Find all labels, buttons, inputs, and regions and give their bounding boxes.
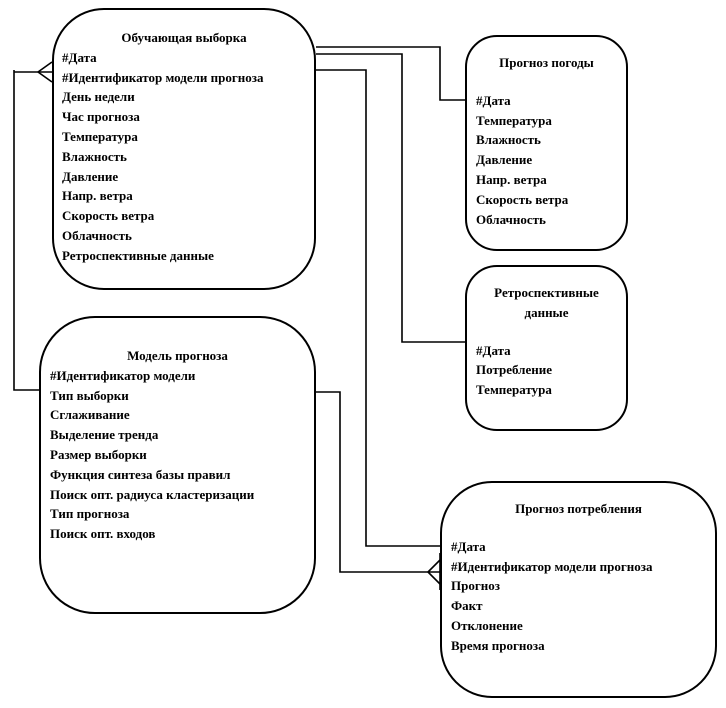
entity-retrospective-data: Ретроспективные данные #Дата Потребление… [465, 265, 628, 431]
field: #Дата [476, 342, 511, 358]
entity-field-list: #Дата Потребление Температура [476, 341, 626, 400]
entity-title: Прогноз потребления [515, 501, 642, 516]
training-weather-link [316, 46, 465, 101]
field: Температура [476, 112, 552, 128]
field: Облачность [62, 227, 132, 243]
field: Давление [62, 168, 119, 184]
field: Температура [62, 128, 138, 144]
entity-title: Ретроспективные данные [494, 285, 599, 320]
training-model-link [13, 70, 39, 391]
field: Давление [476, 152, 533, 168]
field: #Идентификатор модели [50, 367, 196, 383]
field: #Дата [451, 538, 486, 554]
field: Сглаживание [50, 407, 130, 423]
entity-forecast-model: Модель прогноза #Идентификатор модели Ти… [39, 316, 316, 614]
field: Скорость ветра [476, 191, 569, 207]
field: Выделение тренда [50, 427, 159, 443]
field: Температура [476, 382, 552, 398]
field: День недели [62, 89, 135, 105]
field: Поиск опт. входов [50, 526, 156, 542]
entity-field-list: #Дата #Идентификатор модели прогноза Ден… [62, 48, 314, 266]
entity-title: Прогноз погоды [499, 55, 594, 70]
entity-field-list: #Дата Температура Влажность Давление Нап… [476, 91, 626, 230]
field: Влажность [476, 132, 541, 148]
training-crowfoot-lower [37, 71, 53, 83]
field: #Идентификатор модели прогноза [451, 558, 653, 574]
field: Напр. ветра [62, 188, 133, 204]
training-consumption-link [316, 69, 440, 547]
model-consumption-link [316, 391, 440, 573]
field: #Дата [476, 92, 511, 108]
consumption-crowfoot-lower [427, 571, 441, 585]
training-crowfoot-upper [37, 61, 53, 73]
field: Отклонение [451, 617, 523, 633]
field: #Дата [62, 49, 97, 65]
field: Потребление [476, 362, 552, 378]
field: Напр. ветра [476, 171, 547, 187]
field: Факт [451, 598, 483, 614]
training-retro-link [316, 53, 465, 343]
field: Время прогноза [451, 637, 545, 653]
field: #Идентификатор модели прогноза [62, 69, 264, 85]
field: Влажность [62, 148, 127, 164]
entity-training-sample: Обучающая выборка #Дата #Идентификатор м… [52, 8, 316, 290]
entity-field-list: #Дата #Идентификатор модели прогноза Про… [451, 537, 715, 656]
field: Поиск опт. радиуса кластеризации [50, 486, 255, 502]
field: Прогноз [451, 578, 500, 594]
entity-title: Обучающая выборка [121, 30, 247, 45]
field: Ретроспективные данные [62, 247, 214, 263]
field: Тип прогноза [50, 506, 130, 522]
entity-field-list: #Идентификатор модели Тип выборки Сглажи… [50, 366, 314, 544]
entity-consumption-forecast: Прогноз потребления #Дата #Идентификатор… [440, 481, 717, 698]
entity-title: Модель прогноза [127, 348, 228, 363]
field: Размер выборки [50, 446, 147, 462]
field: Час прогноза [62, 109, 140, 125]
consumption-crowfoot-upper [427, 559, 441, 573]
entity-weather-forecast: Прогноз погоды #Дата Температура Влажнос… [465, 35, 628, 251]
field: Скорость ветра [62, 208, 155, 224]
field: Функция синтеза базы правил [50, 466, 231, 482]
field: Облачность [476, 211, 546, 227]
field: Тип выборки [50, 387, 129, 403]
